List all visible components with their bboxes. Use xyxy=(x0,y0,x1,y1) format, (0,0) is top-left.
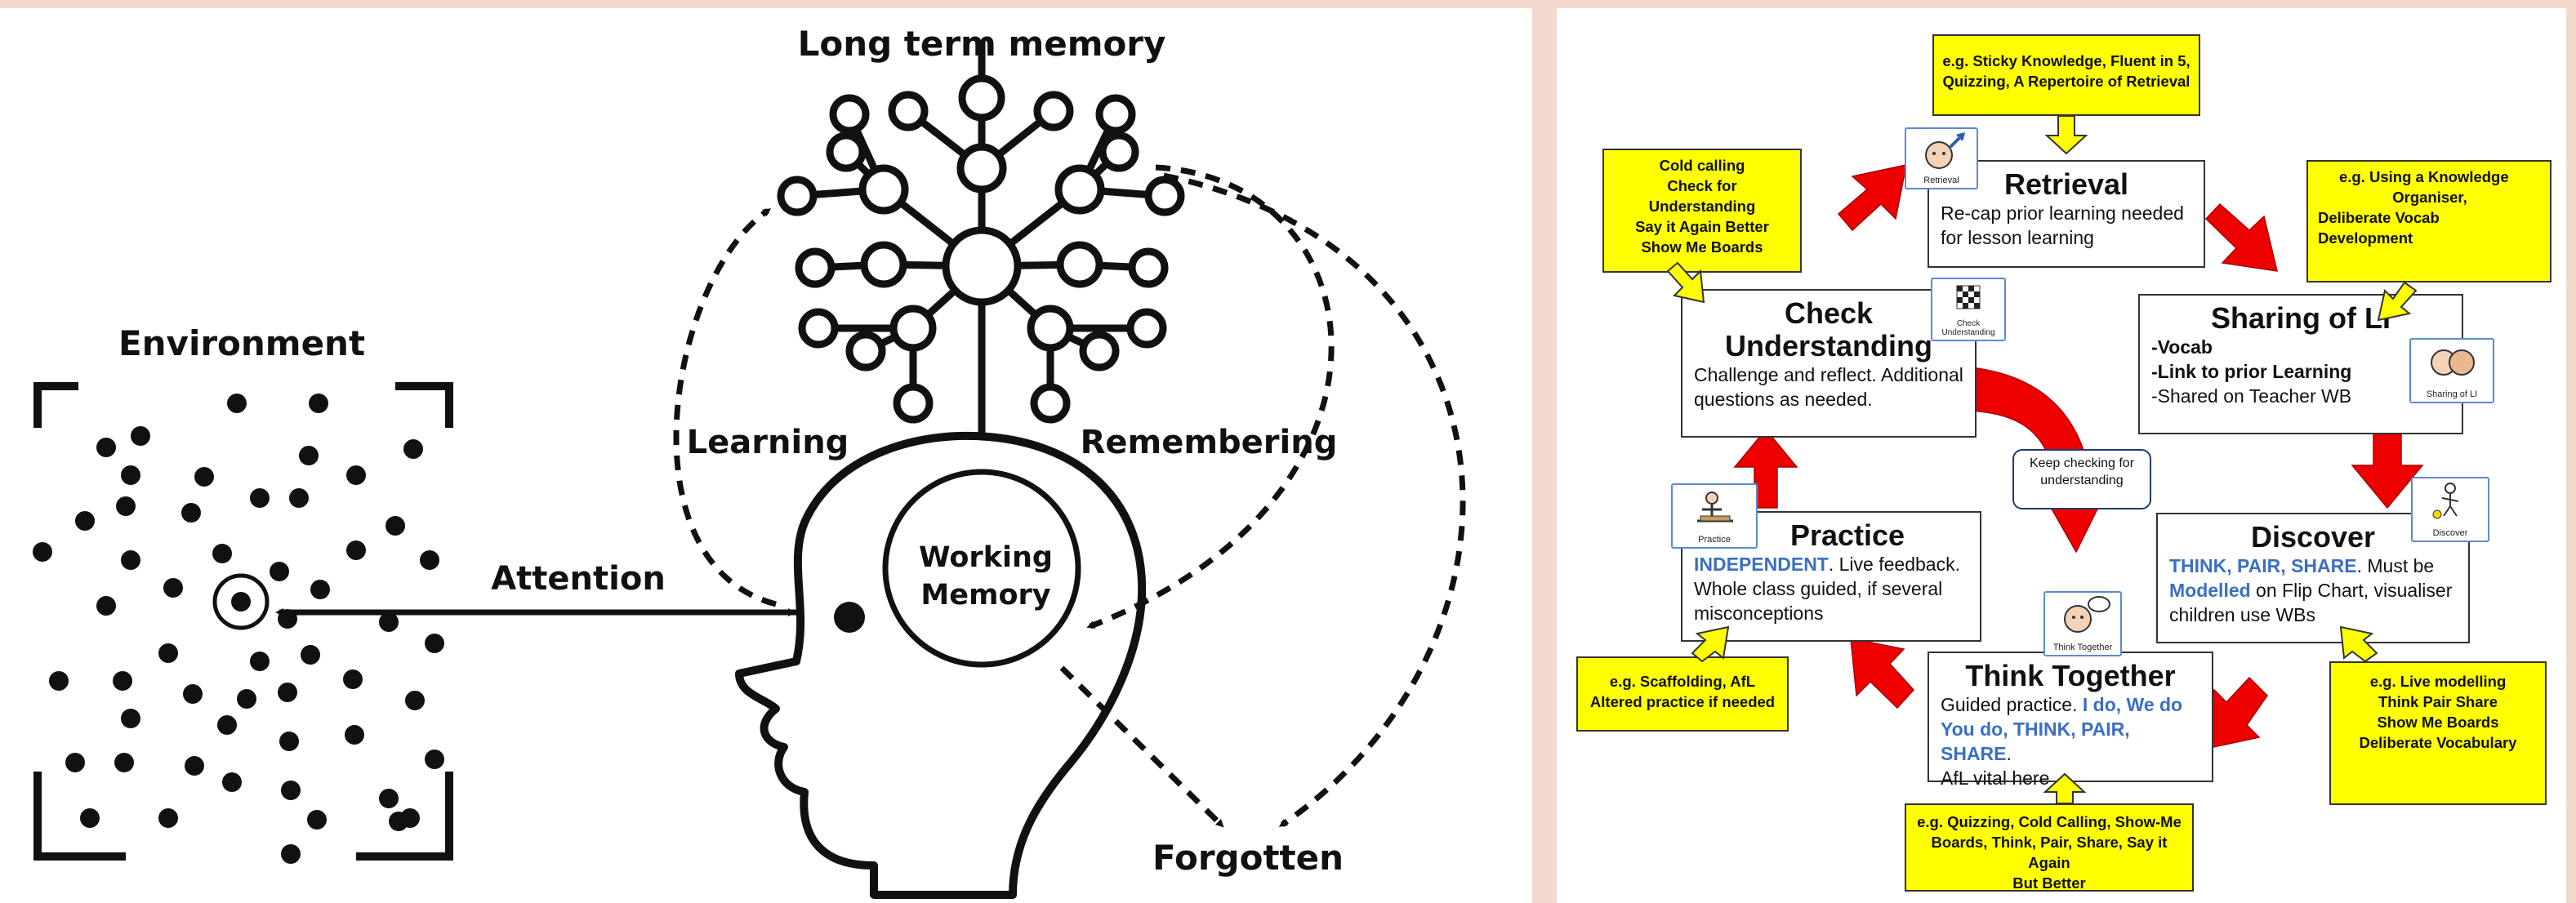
discover-line-2: Modelled on Flip Chart, visualiser xyxy=(2169,578,2457,603)
sharing-icon-caption: Sharing of LI xyxy=(2426,389,2478,399)
retrieval-title: Retrieval xyxy=(2003,167,2129,201)
think-icon-caption: Think Together xyxy=(2052,643,2113,652)
bubble-line-1: Keep checking for xyxy=(2029,456,2135,470)
learning-label: Learning xyxy=(687,424,849,461)
retrieval-examples-note: e.g. Sticky Knowledge, Fluent in 5, Quiz… xyxy=(1932,34,2200,116)
keep-checking-bubble: Keep checking for understanding xyxy=(2012,449,2151,509)
practice-box: Practice INDEPENDENT. Live feedback. Who… xyxy=(1681,511,1981,642)
yellow-cold-line-2: Check for Understanding xyxy=(1648,177,1756,215)
practice-icon-caption: Practice xyxy=(1698,535,1731,545)
lesson-cycle-panel: Retrieval Re-cap prior learning needed f… xyxy=(1557,8,2566,903)
yellow-scaffold-line-2: Altered practice if needed xyxy=(1589,693,1776,710)
bubble-line-2: understanding xyxy=(2040,474,2124,487)
arrow-think-to-practice xyxy=(1850,638,1915,710)
working-memory-label-2: Memory xyxy=(920,579,1050,612)
discover-title: Discover xyxy=(2250,520,2376,554)
working-memory-label-1: Working xyxy=(919,541,1053,574)
practice-line-3: misconceptions xyxy=(1694,603,1824,624)
eye-dot xyxy=(834,602,865,633)
yellow-ko-line-3: Deliberate Vocab xyxy=(2318,209,2440,226)
check-line-1: Challenge and reflect. Additional xyxy=(1694,364,1963,385)
yellow-quiz-line-1: e.g. Quizzing, Cold Calling, Show-Me xyxy=(1917,813,2182,830)
yellow-live-line-3: Show Me Boards xyxy=(2377,714,2499,731)
practice-independent: INDEPENDENT xyxy=(1694,554,1829,575)
remembering-label: Remembering xyxy=(1081,424,1338,461)
forgotten-label: Forgotten xyxy=(1152,838,1344,878)
yellow-live-line-4: Deliberate Vocabulary xyxy=(2359,734,2517,751)
check-title-2: Understanding xyxy=(1724,329,1932,363)
think-you-do: You do, THINK, PAIR, SHARE xyxy=(1941,718,2130,764)
yellow-cold-line-4: Show Me Boards xyxy=(1641,238,1763,256)
check-title-1: Check xyxy=(1784,296,1874,330)
memory-model-diagram: Long term memory Environment Learning Re… xyxy=(33,24,1466,899)
check-understanding-icon: Check Understanding xyxy=(1931,278,2006,341)
sharing-of-li-icon: Sharing of LI xyxy=(2409,338,2494,403)
arrow-retrieval-to-sharing xyxy=(2204,202,2278,272)
practice-title: Practice xyxy=(1789,518,1905,552)
discover-line-3: children use WBs xyxy=(2169,604,2315,625)
discover-icon-caption: Discover xyxy=(2432,528,2468,538)
yellow-quiz-line-3: But Better xyxy=(2012,874,2086,892)
check-examples-note: Cold calling Check for Understanding Say… xyxy=(1602,149,1802,273)
retrieval-line-2: for lesson learning xyxy=(1941,227,2094,248)
yellow-retrieval-line-2: Quizzing, A Repertoire of Retrieval xyxy=(1942,73,2190,90)
think-together-icon: Think Together xyxy=(2043,591,2122,656)
discover-modelled: Modelled xyxy=(2169,580,2251,601)
think-line-2-text: . xyxy=(2006,743,2012,764)
yellow-cold-line-1: Cold calling xyxy=(1659,157,1745,174)
think-line-1: Guided practice. I do, We do xyxy=(1941,692,2200,717)
check-line-2: questions as needed. xyxy=(1694,389,1873,410)
sharing-examples-note: e.g. Using a Knowledge Organiser, Delibe… xyxy=(2306,160,2551,282)
practice-examples-note: e.g. Scaffolding, AfL Altered practice i… xyxy=(1576,656,1789,732)
yellow-scaffold-line-1: e.g. Scaffolding, AfL xyxy=(1609,673,1756,690)
discover-line-1: THINK, PAIR, SHARE. Must be xyxy=(2169,554,2457,578)
practice-icon: Practice xyxy=(1671,483,1758,549)
ltm-title: Long term memory xyxy=(798,24,1166,64)
attention-label: Attention xyxy=(491,560,666,598)
yellow-quiz-line-2: Boards, Think, Pair, Share, Say it Again xyxy=(1931,834,2168,871)
environment-frame xyxy=(33,382,453,861)
check-icon-caption: Check Understanding xyxy=(1941,319,1995,337)
attention-target xyxy=(212,573,270,630)
sharing-title: Sharing of LI xyxy=(2211,301,2391,335)
think-i-do: I do, We do xyxy=(2082,694,2183,715)
sharing-item-vocab: -Vocab xyxy=(2151,336,2213,358)
think-title: Think Together xyxy=(1965,659,2176,692)
yellow-ko-line-1: e.g. Using a Knowledge xyxy=(2339,168,2509,185)
memory-model-panel: Long term memory Environment Learning Re… xyxy=(0,8,1532,903)
retrieval-icon-caption: Retrieval xyxy=(1923,176,1959,185)
think-line-1-text: Guided practice. xyxy=(1941,694,2083,715)
environment-dots xyxy=(33,394,444,864)
think-examples-note: e.g. Quizzing, Cold Calling, Show-Me Boa… xyxy=(1905,803,2194,892)
discover-tps: THINK, PAIR, SHARE xyxy=(2169,555,2357,576)
yellow-live-line-2: Think Pair Share xyxy=(2378,693,2498,710)
think-line-2: You do, THINK, PAIR, SHARE. xyxy=(1941,717,2200,766)
practice-line-2: Whole class guided, if several xyxy=(1694,578,1943,599)
yellow-live-line-1: e.g. Live modelling xyxy=(2369,673,2507,690)
arrow-check-to-retrieval xyxy=(1837,164,1907,232)
discover-examples-note: e.g. Live modelling Think Pair Share Sho… xyxy=(2329,661,2547,805)
practice-line-1-text: . Live feedback. xyxy=(1828,554,1960,575)
environment-title: Environment xyxy=(118,323,365,363)
think-line-3: AfL vital here xyxy=(1941,767,2050,789)
discover-line-2-text: on Flip Chart, visualiser xyxy=(2250,580,2453,601)
flow-arrows xyxy=(275,164,1466,828)
yellow-ko-line-2: Organiser, xyxy=(2392,189,2467,206)
sharing-item-link: -Link to prior Learning xyxy=(2151,361,2352,382)
yellow-retrieval-line-1: e.g. Sticky Knowledge, Fluent in 5, xyxy=(1942,52,2190,69)
check-understanding-box: Check Understanding Challenge and reflec… xyxy=(1681,289,1977,438)
yellow-ko-line-4: Development xyxy=(2318,229,2413,247)
discover-line-1-text: . Must be xyxy=(2356,555,2435,576)
working-memory-circle xyxy=(882,469,1081,668)
think-together-box: Think Together Guided practice. I do, We… xyxy=(1928,652,2213,789)
long-term-memory-tree-icon xyxy=(777,41,1185,449)
retrieval-line-1: Re-cap prior learning needed xyxy=(1941,202,2184,224)
discover-icon: Discover xyxy=(2411,477,2489,542)
yellow-cold-line-3: Say it Again Better xyxy=(1635,218,1769,235)
sharing-item-teacher-wb: -Shared on Teacher WB xyxy=(2151,385,2352,407)
practice-line-1: INDEPENDENT. Live feedback. xyxy=(1694,552,1968,576)
retrieval-icon: Retrieval xyxy=(1905,127,1978,189)
